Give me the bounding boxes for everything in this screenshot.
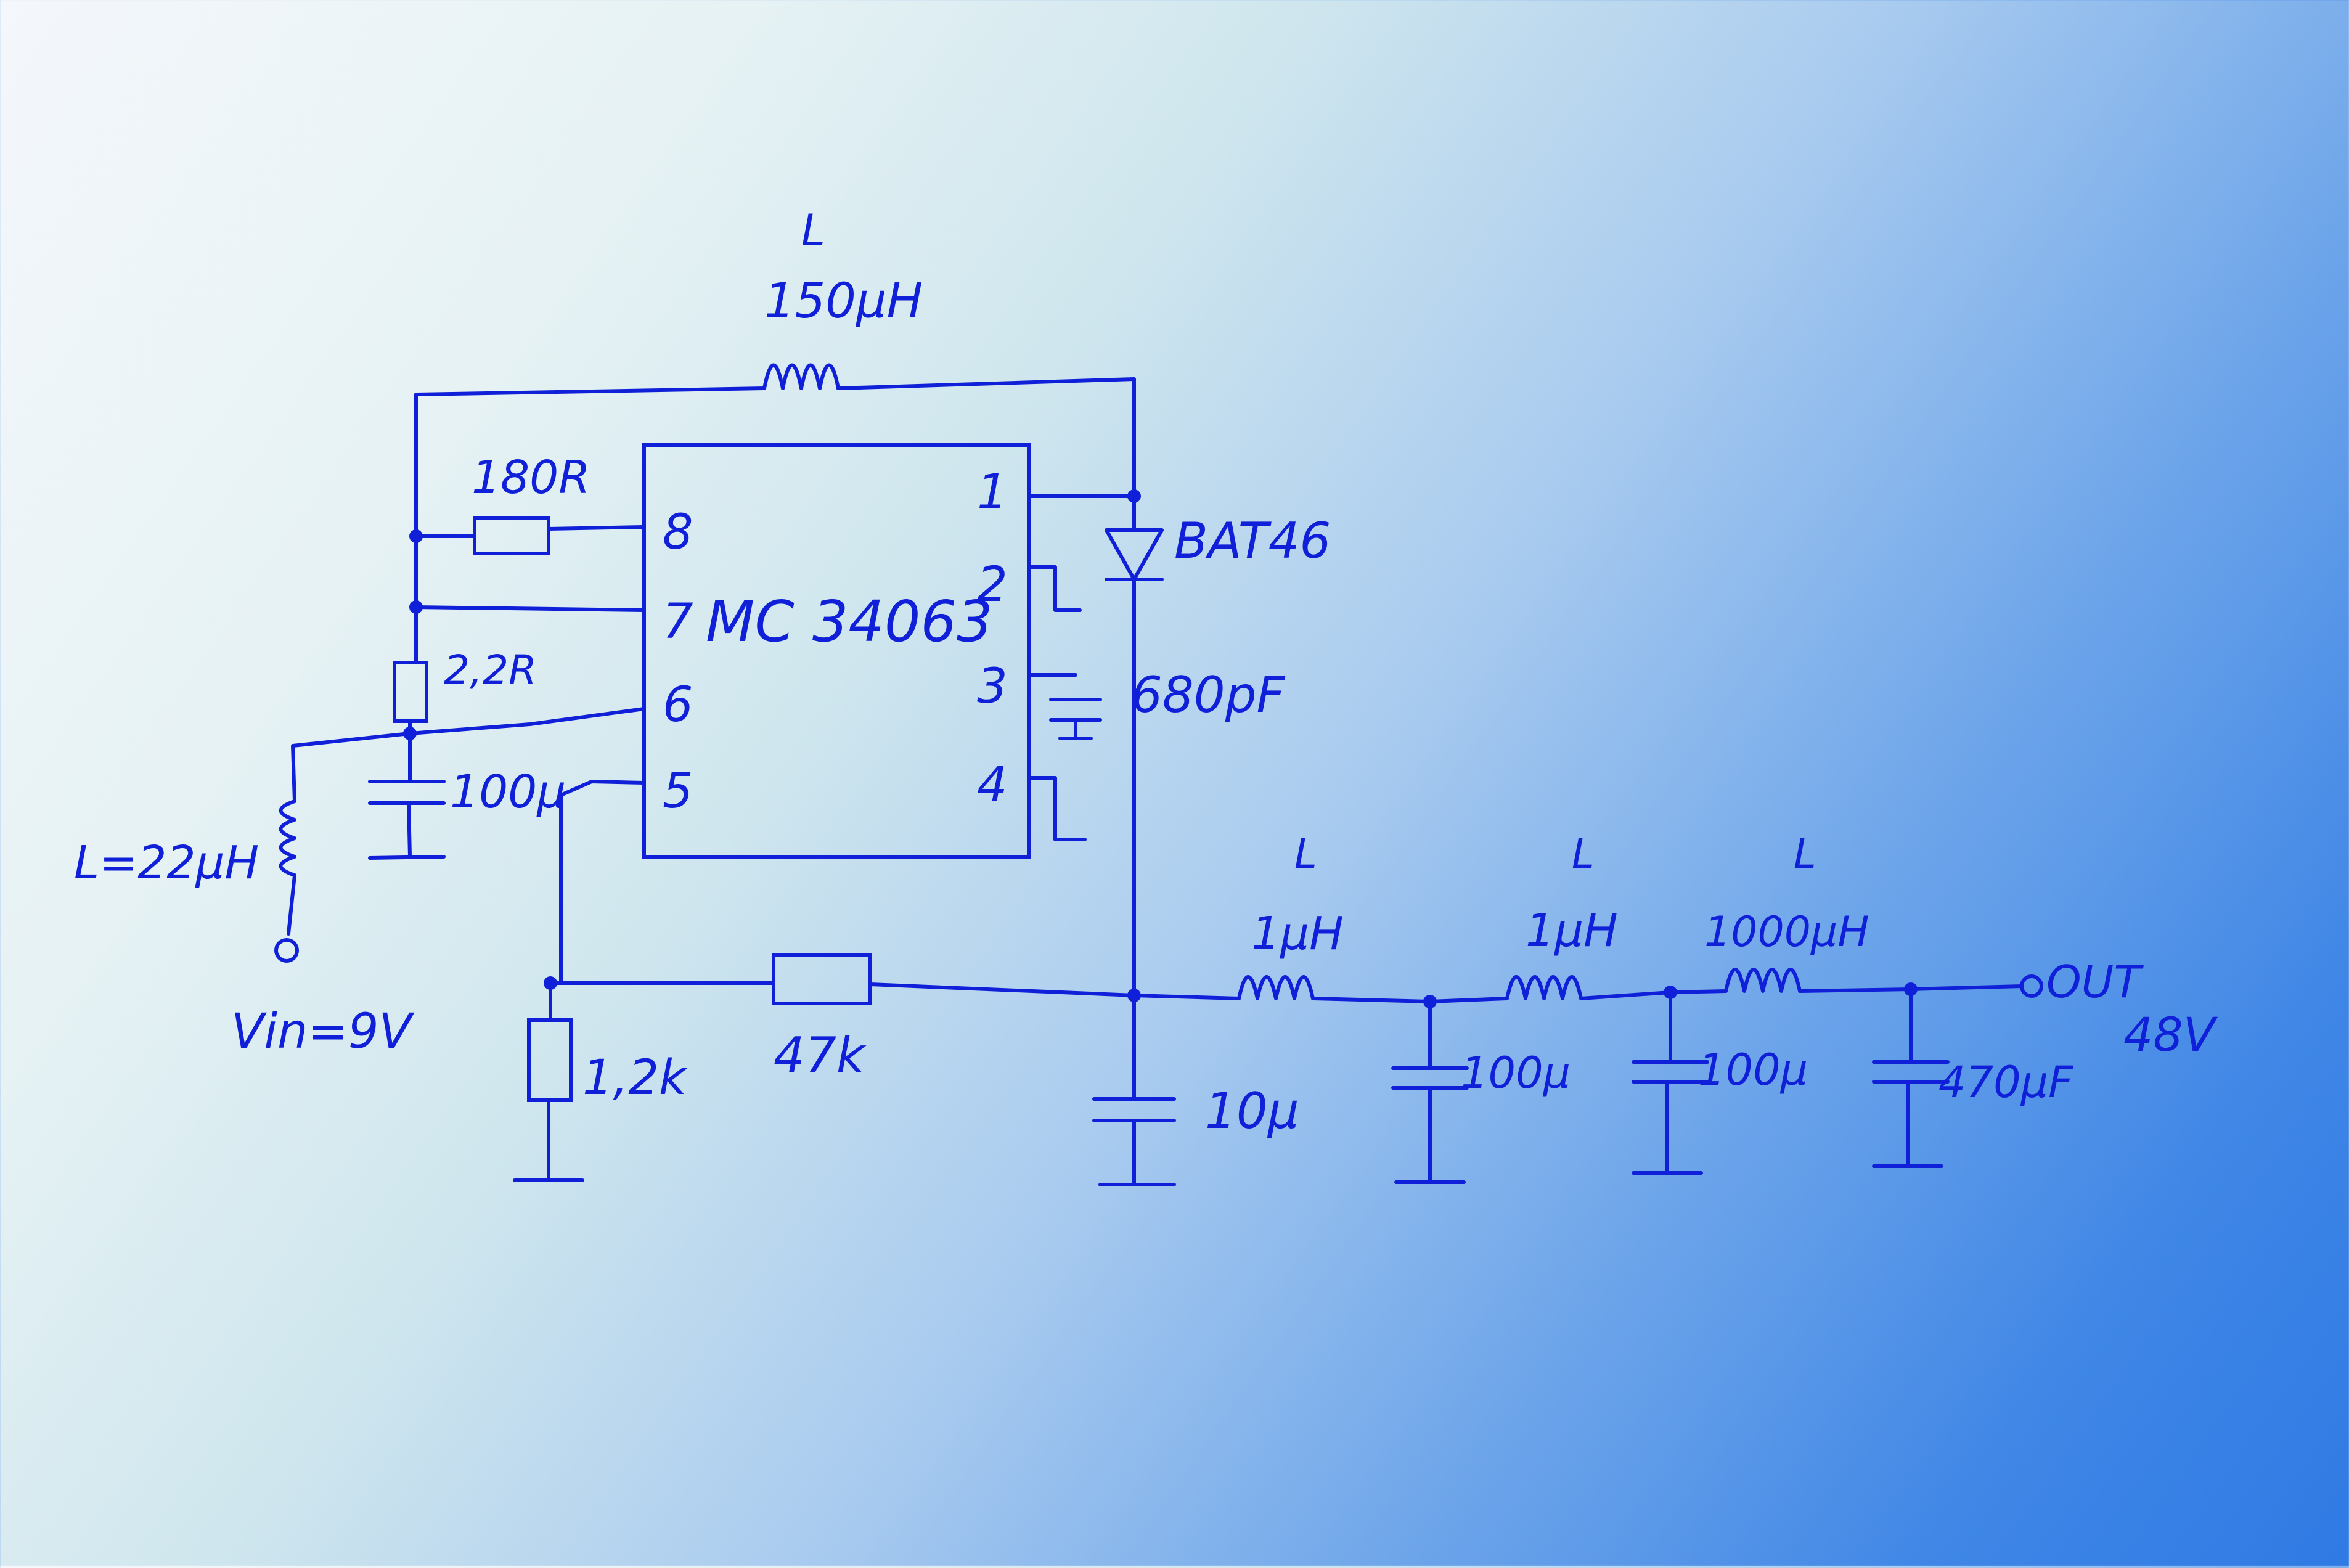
- inductor-1000uh-letter: L: [1794, 830, 1816, 878]
- resistor-47k-label: 47k: [774, 1027, 867, 1084]
- resistor-1-2k: [527, 1018, 573, 1102]
- ic-body: [642, 443, 1031, 859]
- inductor-150uh-letter: L: [801, 205, 825, 256]
- ground-cin: [368, 801, 446, 860]
- output-voltage: 48V: [2123, 1007, 2218, 1062]
- inductor-1000uh: [1669, 968, 1913, 994]
- capacitor-10u-label: 10µ: [1205, 1082, 1299, 1140]
- inductor-1uh-a-value: 1µH: [1251, 907, 1344, 960]
- wire-vin: [287, 873, 296, 936]
- capacitor-100u-b: [1632, 990, 1709, 1175]
- inductor-1uh-b-letter: L: [1572, 830, 1595, 878]
- inductor-150uh: [762, 363, 840, 390]
- diode-bat46: [1105, 528, 1164, 581]
- inductor-22uh-label: L=22µH: [74, 836, 259, 889]
- pin-7-label: 7: [663, 594, 693, 650]
- capacitor-10u: [1092, 994, 1176, 1186]
- wire-pin7: [414, 605, 646, 612]
- resistor-180r: [473, 516, 550, 555]
- capacitor-cin-label: 100µ: [450, 766, 566, 819]
- vin-terminal: [274, 938, 299, 963]
- wire-top-left: [414, 386, 766, 396]
- inductor-1uh-a-letter: L: [1294, 830, 1317, 878]
- resistor-2-2r: [393, 661, 428, 723]
- capacitor-100u-a-label: 100µ: [1461, 1048, 1571, 1098]
- resistor-2-2r-label: 2,2R: [444, 647, 537, 694]
- inductor-1uh-a: [1237, 975, 1432, 1003]
- pin-4-label: 4: [977, 757, 1008, 813]
- output-terminal: [2020, 974, 2043, 998]
- wire-pin4: [1027, 776, 1087, 859]
- wire-top-right: [836, 377, 1136, 498]
- wire-pin2: [1027, 565, 1082, 612]
- capacitor-100u-b-label: 100µ: [1698, 1045, 1808, 1095]
- inductor-1uh-b-value: 1µH: [1526, 904, 1618, 957]
- resistor-47k: [772, 953, 872, 1005]
- pin-3-label: 3: [977, 659, 1008, 714]
- inductor-1000uh-value: 1000µH: [1704, 908, 1869, 957]
- resistor-180r-label: 180R: [472, 451, 590, 504]
- pin-2-label: 2: [977, 557, 1008, 613]
- capacitor-680pf-label: 680pF: [1131, 666, 1285, 724]
- wire-r180-to-pin8: [547, 525, 646, 531]
- wire-out-1: [1132, 994, 1241, 1000]
- pin-5-label: 5: [663, 764, 693, 819]
- wire-input: [291, 732, 412, 803]
- wire-output: [1909, 984, 2024, 991]
- inductor-150uh-value: 150µH: [764, 274, 923, 329]
- pin-6-label: 6: [663, 677, 693, 733]
- wire-47k-to-out: [868, 982, 1136, 997]
- inductor-22uh: [279, 799, 296, 877]
- resistor-1-2k-label: 1,2k: [582, 1050, 688, 1106]
- pin-8-label: 8: [663, 505, 693, 560]
- wire-pin5-feedback: [559, 780, 646, 985]
- capacitor-470uf-label: 470µF: [1938, 1057, 2074, 1108]
- vin-label: Vin=9V: [231, 1004, 414, 1060]
- ground-r12k: [513, 1098, 584, 1182]
- output-label: OUT: [2046, 956, 2144, 1008]
- inductor-1uh-b: [1428, 975, 1672, 1003]
- diode-bat46-label: BAT46: [1174, 512, 1331, 570]
- capacitor-680pf: [1027, 673, 1102, 740]
- ic-name: MC 34063: [706, 589, 993, 655]
- capacitor-100u-a: [1391, 1000, 1469, 1184]
- capacitor-470uf: [1872, 987, 1950, 1168]
- pin-1-label: 1: [977, 465, 1008, 520]
- wire-pin6: [408, 707, 646, 735]
